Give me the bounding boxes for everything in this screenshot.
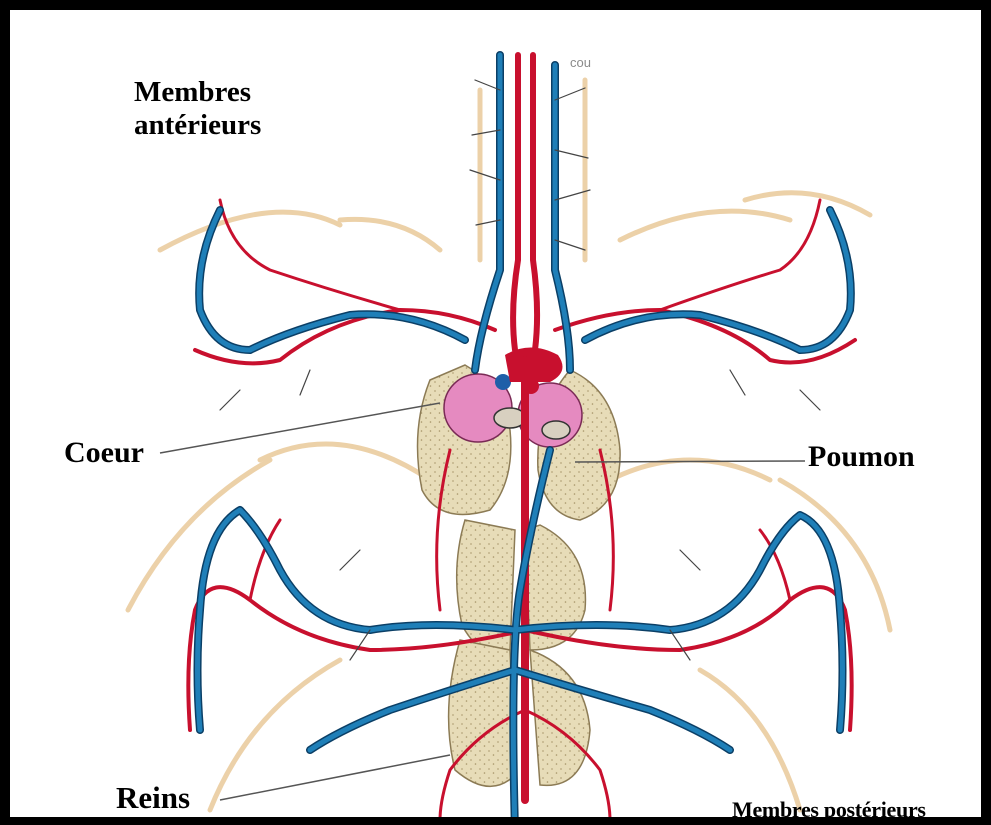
poumon-label: Poumon [808,440,915,475]
heart-shape [444,348,582,448]
arteries [188,55,855,820]
coeur-label: Coeur [64,436,144,471]
membres-anterieurs-line1: Membres [134,76,261,109]
reins-label: Reins [116,780,190,816]
membres-anterieurs-label: Membres antérieurs [134,76,261,143]
membres-posterieurs-label: Membres postérieurs [732,797,926,822]
cou-label: cou [570,56,591,71]
membres-anterieurs-line2: antérieurs [134,109,261,142]
